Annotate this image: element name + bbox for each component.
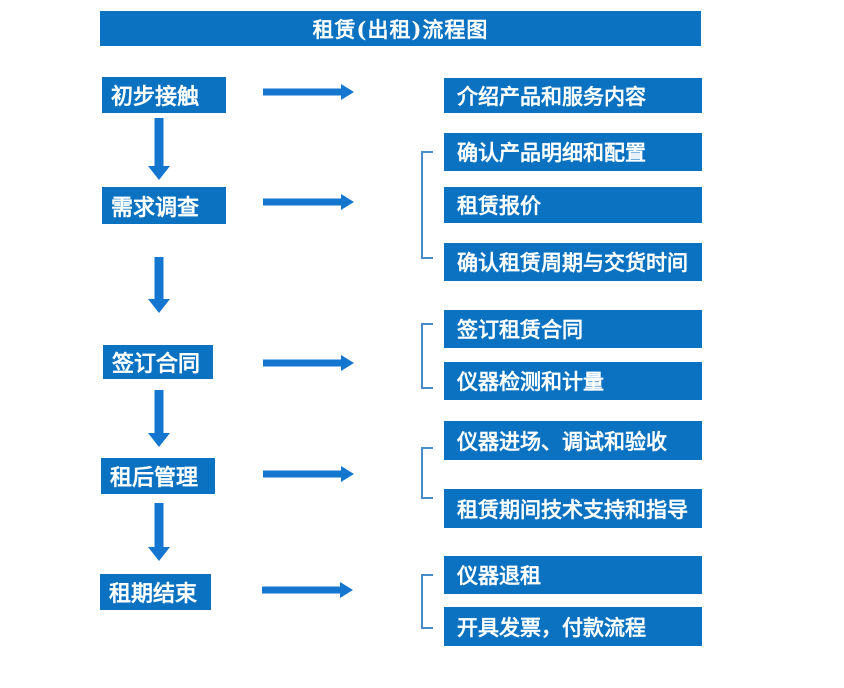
arrow-head: [341, 355, 354, 371]
down-arrow-2: [148, 257, 170, 313]
arrow-shaft: [154, 503, 164, 548]
down-arrow-3: [148, 390, 170, 447]
arrow-head: [148, 547, 170, 561]
output-box-confirm-period-delivery: 确认租赁周期与交货时间: [444, 243, 702, 281]
bracket-group-4: [421, 447, 433, 499]
arrow-shaft: [263, 359, 342, 367]
bracket-group-3: [421, 323, 433, 389]
right-arrow-3: [263, 355, 354, 371]
arrow-head: [148, 433, 170, 447]
arrow-head: [340, 582, 353, 598]
arrow-shaft: [262, 586, 341, 594]
arrow-shaft: [154, 390, 164, 434]
step-box-post-rental-management: 租后管理: [101, 458, 215, 494]
output-box-instrument-setup: 仪器进场、调试和验收: [444, 421, 702, 460]
output-box-invoice-payment: 开具发票，付款流程: [444, 607, 702, 646]
down-arrow-4: [148, 503, 170, 561]
output-box-technical-support: 租赁期间技术支持和指导: [444, 489, 702, 528]
right-arrow-5: [262, 582, 353, 598]
arrow-shaft: [263, 88, 342, 96]
step-box-rental-end: 租期结束: [100, 574, 211, 610]
right-arrow-1: [263, 84, 354, 100]
flowchart-title: 租赁(出租)流程图: [100, 11, 701, 46]
output-box-instrument-testing: 仪器检测和计量: [444, 362, 702, 400]
arrow-shaft: [263, 198, 342, 206]
down-arrow-1: [148, 118, 170, 180]
arrow-head: [341, 194, 354, 210]
arrow-head: [341, 466, 354, 482]
output-box-sign-rental-contract: 签订租赁合同: [444, 310, 702, 348]
step-box-sign-contract: 签订合同: [103, 345, 213, 379]
bracket-group-2: [421, 151, 433, 259]
output-box-introduce-products: 介绍产品和服务内容: [444, 78, 702, 113]
right-arrow-4: [263, 466, 354, 482]
arrow-shaft: [154, 257, 164, 300]
arrow-head: [148, 166, 170, 180]
arrow-shaft: [263, 470, 342, 478]
arrow-head: [148, 299, 170, 313]
output-box-confirm-details: 确认产品明细和配置: [444, 133, 702, 171]
right-arrow-2: [263, 194, 354, 210]
output-box-rental-quote: 租赁报价: [444, 187, 702, 223]
arrow-head: [341, 84, 354, 100]
output-box-instrument-return: 仪器退租: [444, 556, 702, 594]
arrow-shaft: [154, 118, 164, 167]
step-box-demand-survey: 需求调查: [102, 187, 226, 224]
bracket-group-5: [421, 574, 433, 629]
step-box-initial-contact: 初步接触: [102, 77, 226, 113]
